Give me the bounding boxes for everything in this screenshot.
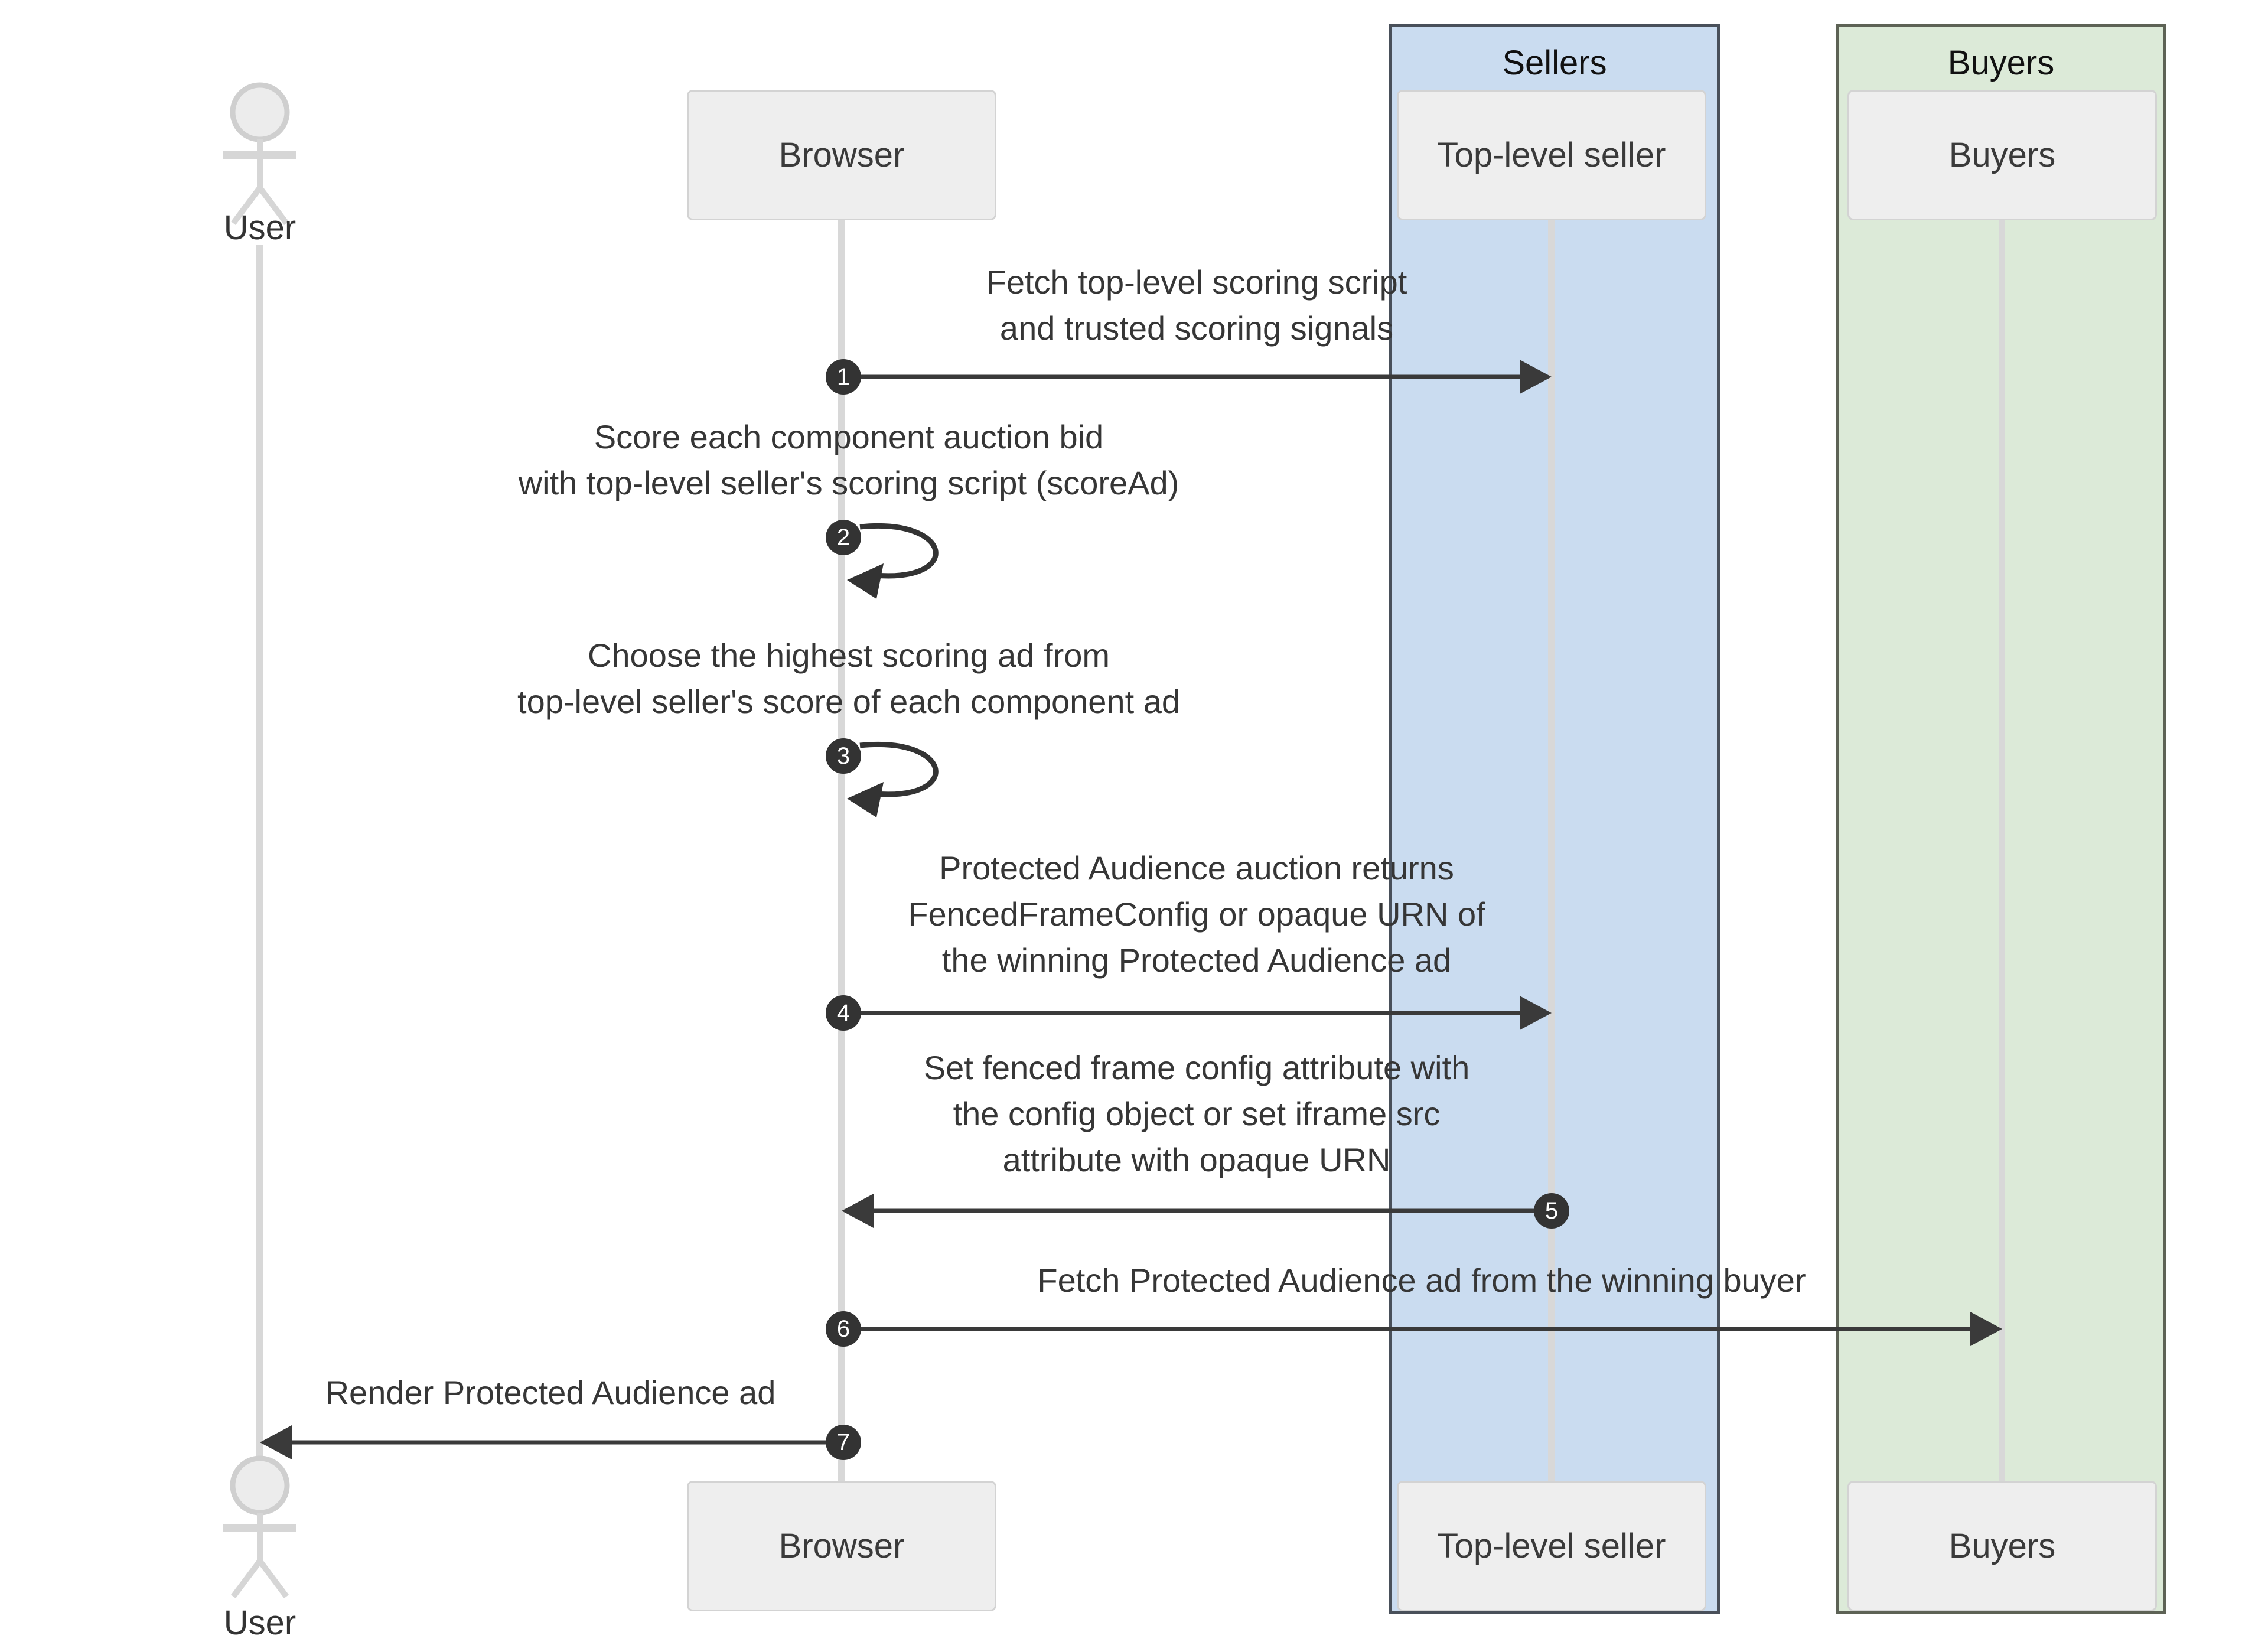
step-5-badge: 5 — [1534, 1193, 1569, 1229]
step-1-badge: 1 — [826, 359, 861, 395]
step-2-badge: 2 — [826, 520, 861, 555]
top-level-seller-lifeline — [1548, 220, 1555, 1481]
message-6-text: Fetch Protected Audience ad from the win… — [1037, 1262, 1806, 1299]
step-7-badge: 7 — [826, 1425, 861, 1460]
step-4-badge: 4 — [826, 995, 861, 1031]
user-actor-figure-top — [223, 82, 296, 225]
browser-participant-top: Browser — [687, 90, 996, 220]
message-5-text: Set fenced frame config attribute with t… — [923, 1049, 1470, 1178]
message-1-text: Fetch top-level scoring script and trust… — [986, 263, 1407, 347]
user-actor-label-bottom: User — [223, 1604, 296, 1642]
sellers-group: Sellers — [1389, 24, 1720, 1614]
message-7-text: Render Protected Audience ad — [325, 1374, 776, 1411]
buyers-lifeline — [1999, 220, 2005, 1481]
step-3-badge: 3 — [826, 738, 861, 774]
buyers-group-title: Buyers — [1947, 44, 2055, 82]
browser-participant-bottom: Browser — [687, 1481, 996, 1611]
top-level-seller-participant-bottom: Top-level seller — [1397, 1481, 1706, 1611]
user-actor-figure-bottom — [223, 1455, 296, 1598]
top-level-seller-participant-top: Top-level seller — [1397, 90, 1706, 220]
step-6-badge: 6 — [826, 1311, 861, 1347]
buyers-participant-bottom: Buyers — [1847, 1481, 2157, 1611]
message-4-text: Protected Audience auction returns Fence… — [908, 849, 1485, 979]
message-3-text: Choose the highest scoring ad from top-l… — [517, 637, 1180, 720]
browser-lifeline — [838, 220, 845, 1481]
sellers-group-title: Sellers — [1502, 44, 1607, 82]
buyers-participant-top: Buyers — [1847, 90, 2157, 220]
message-2-text: Score each component auction bid with to… — [518, 418, 1179, 501]
user-lifeline — [256, 245, 263, 1457]
arrow-msg-7 — [260, 1425, 826, 1459]
user-actor-label-top: User — [223, 208, 296, 247]
